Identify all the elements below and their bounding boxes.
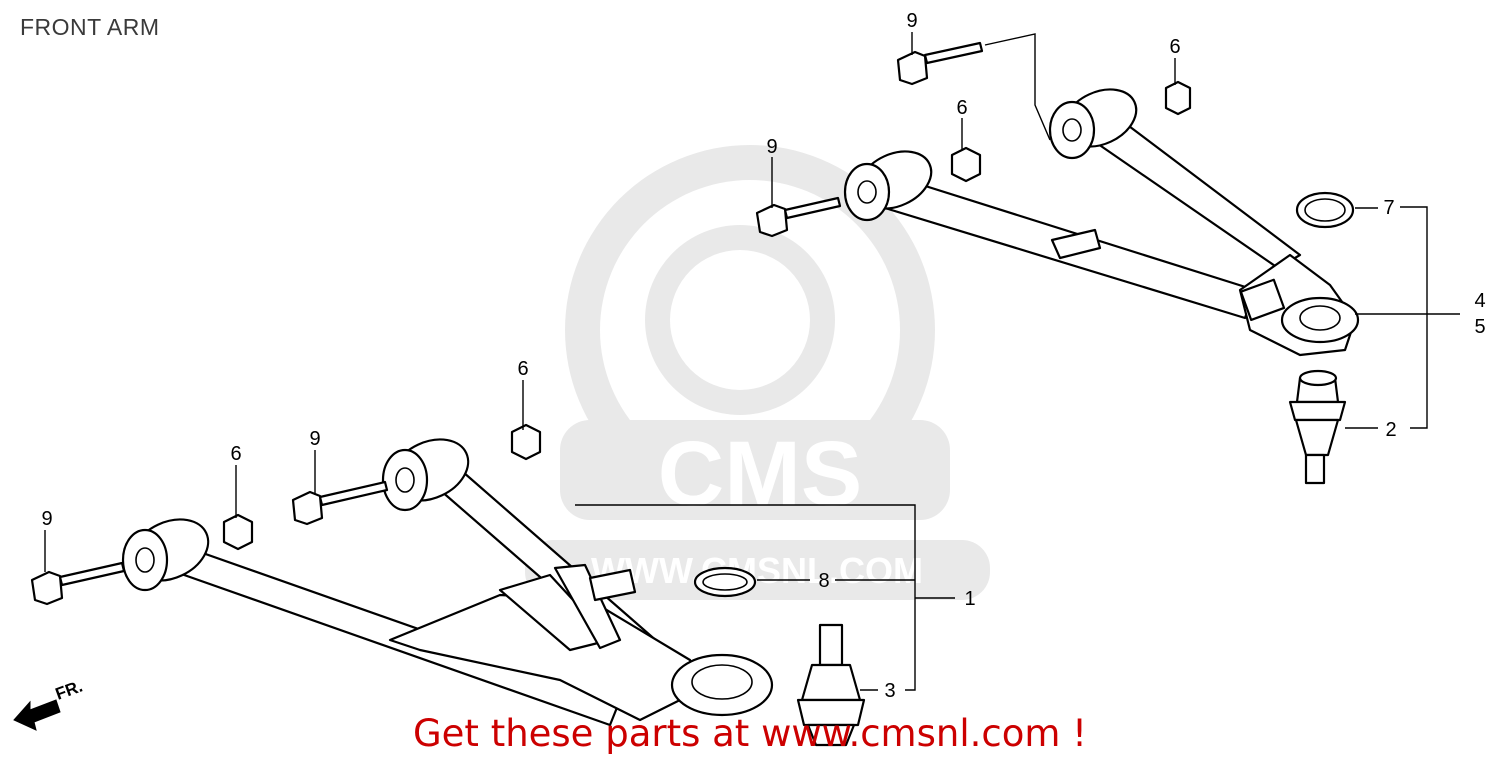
callout-6-upper-right: 6 (1169, 36, 1180, 58)
front-arrow-icon (13, 699, 61, 731)
callout-5: 5 (1474, 316, 1485, 338)
callout-6-lower-left: 6 (230, 443, 241, 465)
upper-arm (843, 88, 1360, 357)
callout-9-upper-left: 9 (766, 136, 777, 158)
callout-9-lower-left: 9 (41, 508, 52, 530)
lower-bolt-left (30, 561, 126, 606)
lower-ball-joint (796, 623, 866, 747)
lower-circlip (693, 566, 757, 598)
callout-8: 8 (818, 570, 829, 592)
upper-circlip (1295, 191, 1355, 229)
upper-nut-right (1164, 80, 1192, 116)
watermark-url-text: WWW.CMSNL.COM (591, 550, 923, 591)
callout-9-lower-right: 9 (309, 428, 320, 450)
promo-banner: Get these parts at www.cmsnl.com ! (412, 712, 1087, 755)
page-title: FRONT ARM (20, 14, 160, 40)
callout-4: 4 (1474, 290, 1485, 312)
callout-1: 1 (964, 588, 975, 610)
lower-nut-right (510, 423, 542, 461)
watermark-logo-text: CMS (658, 423, 862, 525)
callout-9-upper-top: 9 (906, 10, 917, 32)
lower-arm (121, 438, 774, 727)
callout-7: 7 (1383, 197, 1394, 219)
upper-bolt-left (755, 196, 842, 238)
lower-nut-left (222, 513, 254, 551)
callout-6-lower-right: 6 (517, 358, 528, 380)
leader-lines (44, 32, 1460, 691)
upper-bolt-top (896, 41, 984, 86)
lower-bolt-right (291, 480, 389, 526)
front-direction-label: FR. (53, 677, 85, 704)
callout-3: 3 (884, 680, 895, 702)
callout-2: 2 (1385, 419, 1396, 441)
callout-6-upper-left: 6 (956, 97, 967, 119)
callout-numbers: 9 6 6 9 7 4 5 2 6 9 6 9 1 8 3 (41, 10, 1485, 702)
upper-nut-left (950, 146, 982, 183)
watermark: CMS WWW.CMSNL.COM (525, 145, 990, 600)
upper-ball-joint (1288, 369, 1347, 485)
